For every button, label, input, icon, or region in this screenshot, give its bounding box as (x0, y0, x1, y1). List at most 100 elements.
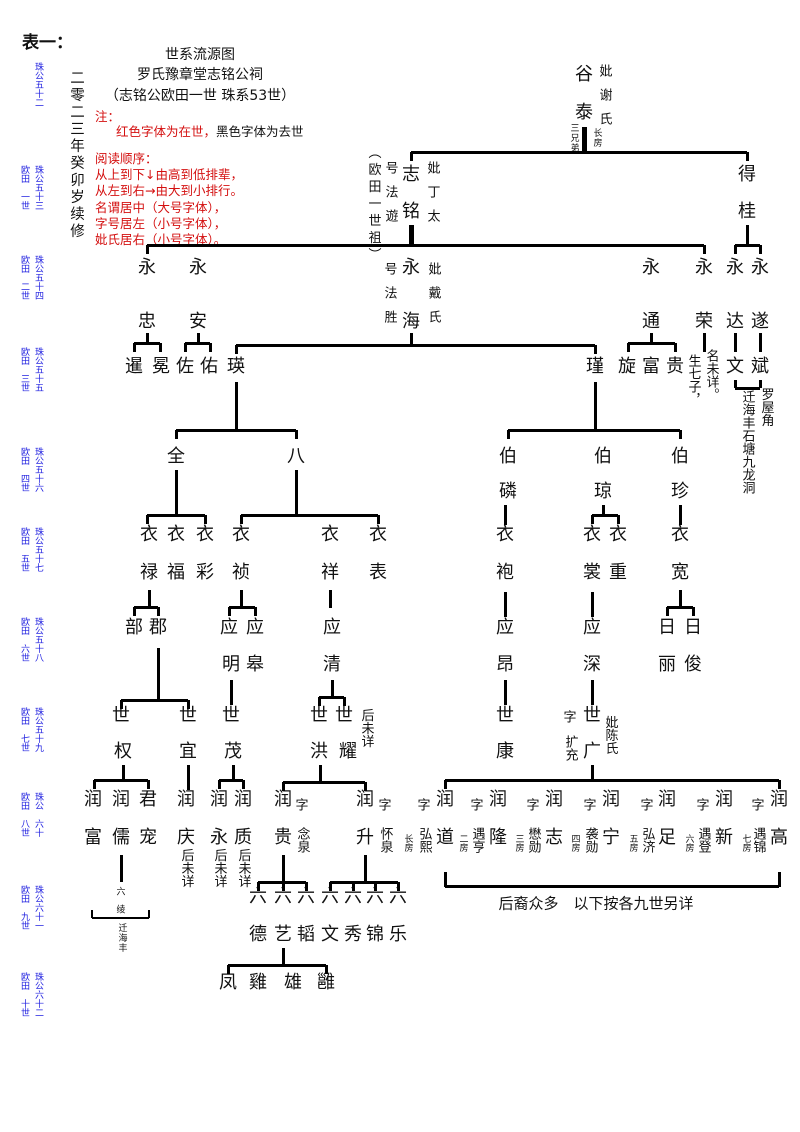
connector-line (281, 882, 285, 891)
courtesy-label: 字 (526, 798, 540, 814)
connector-line (226, 965, 230, 974)
person-name: 珍 (671, 481, 689, 502)
courtesy-label: 字 (640, 798, 654, 814)
person-name: 佐 (176, 356, 194, 377)
person-name: 凤 (219, 972, 237, 993)
connector-line (667, 605, 693, 609)
person-name: 俊 (684, 654, 702, 675)
table-label: 表一： (22, 33, 73, 53)
person-name: 六 (249, 886, 267, 907)
person-name: 茂 (224, 741, 242, 762)
connector-line (702, 245, 706, 254)
person-name: 宁 (602, 827, 620, 848)
spouse-note: 妣丁太 (424, 161, 440, 233)
connector-line (234, 382, 238, 430)
person-name: 磷 (499, 481, 517, 502)
connector-line (196, 333, 200, 343)
connector-line (229, 680, 233, 705)
connector-line (409, 333, 413, 345)
courtesy-name: 遇登 (695, 827, 711, 853)
chart-subtitle: 罗氏豫章堂志铭公祠 (137, 67, 263, 83)
generation-label-ou: 欧田 八世 (19, 792, 29, 837)
branch-note: 二房 (457, 834, 468, 852)
connector-line (673, 343, 677, 352)
connector-line (239, 590, 243, 607)
person-name: 衣 (196, 524, 214, 545)
person-name: 锦 (366, 924, 384, 945)
connector-line (702, 333, 706, 352)
remark: 后未详 (178, 848, 194, 888)
person-name: 应 (323, 617, 341, 638)
connector-line (342, 697, 346, 706)
person-name: 权 (114, 741, 132, 762)
connector-line (319, 695, 344, 699)
person-name: 足 (658, 827, 676, 848)
courtesy-name: 弘熙 (416, 827, 432, 853)
person-name: 伯 (594, 446, 612, 467)
connector-line (330, 880, 398, 884)
person-name: 海 (402, 311, 420, 332)
person-name: 韬 (297, 924, 315, 945)
connector-line (733, 380, 737, 388)
person-name: 衣 (321, 524, 339, 545)
connector-line (229, 605, 255, 609)
connector-line (294, 430, 298, 439)
connector-line (156, 648, 160, 700)
connector-line (186, 700, 190, 709)
person-name: 润 (489, 789, 507, 810)
connector-line (396, 882, 400, 891)
dead-legend: 黑色字体为去世 (216, 124, 304, 139)
connector-line (119, 855, 123, 882)
person-name: 文 (321, 924, 339, 945)
connector-line (665, 607, 669, 616)
person-name: 冕 (152, 356, 170, 377)
person-name: 祯 (232, 562, 250, 583)
generation-label-ou: 欧田 七世 (19, 707, 29, 752)
person-name: 福 (167, 562, 185, 583)
person-name: 世 (583, 705, 601, 726)
person-name: 应 (220, 617, 238, 638)
person-name: 君 (139, 789, 157, 810)
connector-line (158, 343, 162, 352)
person-name: 升 (356, 827, 374, 848)
person-name: 儒 (112, 827, 130, 848)
connector-line (121, 698, 188, 702)
generation-label-zhu: 珠公五十六 (33, 447, 43, 492)
connector-line (735, 386, 760, 390)
connector-line (318, 765, 322, 782)
person-name: 得 (738, 164, 756, 185)
connector-line (508, 428, 680, 432)
person-name: 袍 (496, 562, 514, 583)
person-name: 秀 (344, 924, 362, 945)
ancestor-note: （欧田一世祖） (365, 145, 381, 265)
note-label: 注： (95, 109, 121, 124)
connector-line (328, 882, 332, 891)
person-name: 瑾 (586, 356, 604, 377)
connector-line (253, 607, 257, 616)
person-name: 表 (369, 562, 387, 583)
connector-line (185, 341, 210, 345)
reading-line: 妣氏居右（小号字体）。 (95, 232, 227, 247)
person-name: 永 (138, 257, 156, 278)
courtesy-name: 遇锦 (750, 827, 766, 853)
person-name: 衣 (609, 524, 627, 545)
person-name: 润 (234, 789, 252, 810)
spouse-note: 妣陈氏 (602, 715, 618, 755)
person-name: 暹 (125, 356, 143, 377)
person-name: 衣 (671, 524, 689, 545)
connector-line (411, 150, 747, 154)
person-name: 永 (402, 257, 420, 278)
connector-line (445, 778, 779, 782)
chart-title: 世系流源图 (165, 47, 235, 63)
spouse-note: 妣戴氏 (425, 262, 441, 334)
person-name: 永 (726, 257, 744, 278)
person-name: 质 (234, 827, 252, 848)
connector-line (376, 515, 380, 524)
connector-line (119, 700, 123, 709)
person-name: 裳 (583, 562, 601, 583)
migration-note: 迁海丰石塘九龙洞 (739, 390, 755, 494)
person-name: 文 (726, 356, 744, 377)
connector-line (691, 607, 695, 616)
person-name: 世 (222, 705, 240, 726)
connector-line (351, 882, 355, 891)
